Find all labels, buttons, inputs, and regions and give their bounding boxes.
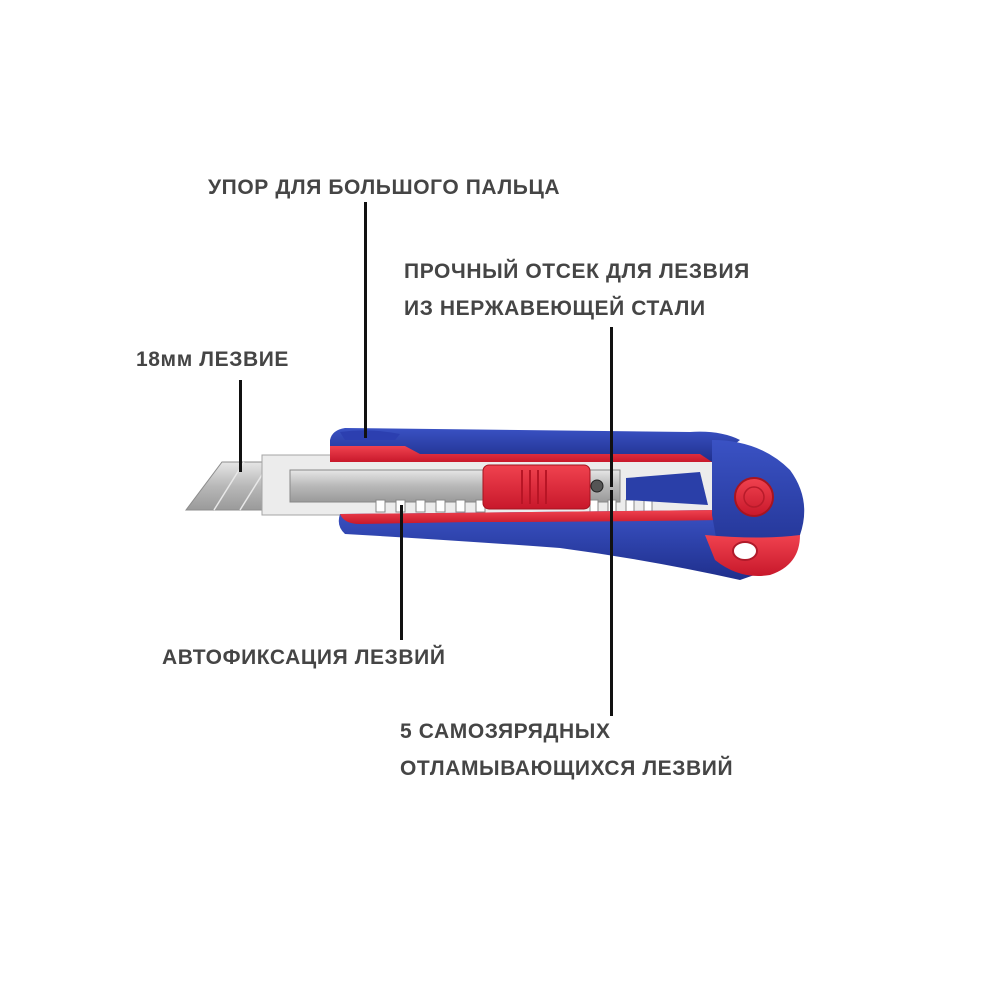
leader-thumb-rest [364,202,367,438]
lock-wheel-icon [734,477,774,517]
leader-auto-lock [400,505,403,640]
handle-bottom [338,510,780,580]
label-blade-compartment-line1: ПРОЧНЫЙ ОТСЕК ДЛЯ ЛЕЗВИЯ [404,260,750,283]
label-auto-lock: АВТОФИКСАЦИЯ ЛЕЗВИЙ [162,646,446,669]
leader-blade-compartment [610,327,613,487]
label-thumb-rest: УПОР ДЛЯ БОЛЬШОГО ПАЛЬЦА [208,176,561,199]
label-blade-compartment: ПРОЧНЫЙ ОТСЕК ДЛЯ ЛЕЗВИЯ ИЗ НЕРЖАВЕЮЩЕЙ … [404,256,750,324]
handle-top [330,428,740,462]
slider-button [482,464,604,510]
blade-holder [626,472,708,505]
leader-spare-blades [610,490,613,716]
label-spare-blades-line2: ОТЛАМЫВАЮЩИХСЯ ЛЕЗВИЙ [400,757,734,780]
label-blade-compartment-line2: ИЗ НЕРЖАВЕЮЩЕЙ СТАЛИ [404,297,706,320]
label-spare-blades: 5 САМОЗЯРЯДНЫХ ОТЛАМЫВАЮЩИХСЯ ЛЕЗВИЙ [400,716,733,784]
label-spare-blades-line1: 5 САМОЗЯРЯДНЫХ [400,720,611,743]
label-blade-size: 18мм ЛЕЗВИЕ [136,348,290,371]
leader-blade-size [239,380,242,472]
